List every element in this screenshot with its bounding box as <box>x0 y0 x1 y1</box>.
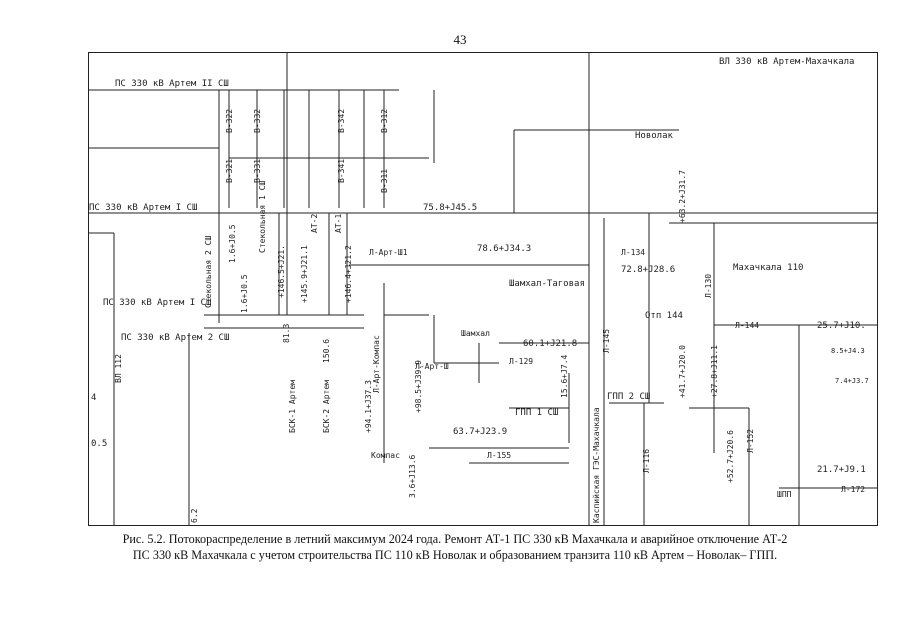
f-st1-label: 1.6+J0.5 <box>228 224 237 263</box>
l-172-label: Л-172 <box>841 485 866 494</box>
f-v-novolak-label: +63.2+J31.7 <box>678 170 687 223</box>
f-v-gpp1-label: +41.7+J20.0 <box>678 345 687 398</box>
l-152-label: Л-152 <box>746 429 755 453</box>
shamkhal-short-label: Шамхал <box>461 329 490 338</box>
flow-small-2: 7.4+J3.7 <box>835 377 869 385</box>
b322-label: В-322 <box>225 109 234 133</box>
b321-label: В-321 <box>225 159 234 183</box>
l-144-label: Л-144 <box>735 321 760 330</box>
novolak-label: Новолак <box>635 131 673 141</box>
f-small5-label: 15.6+J7.4 <box>560 354 569 398</box>
l-art-komp-label: Л-Арт-Компас <box>372 335 381 393</box>
otp-144-label: Отп 144 <box>645 311 683 321</box>
f-small3-label: 3.6+J13.6 <box>408 454 417 498</box>
f-st2-label: 1.6+J0.5 <box>240 274 249 313</box>
caption-line-2: ПС 330 кВ Махачкала с учетом строительст… <box>132 548 778 562</box>
f-v-at1-label: +146.4+J21.2 <box>344 245 353 303</box>
flow-shamkhal2: 60.1+J21.8 <box>523 339 578 349</box>
artem-2sh-left-label: ПС 330 кВ Артем 2 СШ <box>121 333 230 343</box>
flow-left-2: 4 <box>91 393 97 403</box>
b312-label: В-312 <box>380 109 389 133</box>
page-number: 43 <box>453 32 467 47</box>
flow-left-1: 0.5 <box>91 439 108 449</box>
bsk2-label: БСК-2 Артем <box>322 380 331 433</box>
b331-label: В-331 <box>253 159 262 183</box>
shpp-label: ШПП <box>777 490 792 499</box>
flow-shamkhal: 78.6+J34.3 <box>477 244 532 254</box>
b311-label: В-311 <box>380 169 389 193</box>
flow-l144: 25.7+J10. <box>817 321 866 331</box>
figure-caption: Рис. 5.2. Потокораспределение в летний м… <box>60 531 850 563</box>
at2-label: АТ-2 <box>310 214 319 233</box>
bsk1-label: БСК-1 Артем <box>288 380 297 433</box>
f-v-kompas1-label: +94.1+J37.3 <box>364 380 373 433</box>
l-145-label: Л-145 <box>602 329 611 353</box>
f-v-kompas2-label: +98.5+J39.9 <box>414 360 423 413</box>
f-v-bsk2-label: 150.6 <box>322 339 331 363</box>
shamkhal-label: Шамхал-Таговая <box>509 279 585 289</box>
b342-label: В-342 <box>337 109 346 133</box>
f-v-bsk-label: 81.3 <box>282 324 291 343</box>
b332-label: В-332 <box>253 109 262 133</box>
artem-1sh-top-label: ПС 330 кВ Артем I СШ <box>89 203 198 213</box>
gpp-1sh-label: ГПП 1 СШ <box>515 408 559 418</box>
f-v-makh-label: +52.7+J20.6 <box>726 430 735 483</box>
l-134-label: Л-134 <box>621 248 646 257</box>
vl-left-label: ВЛ 112 <box>114 354 123 383</box>
b341-label: В-341 <box>337 159 346 183</box>
f-v-st-label: +146.5+J21. <box>277 245 286 298</box>
vl-330-label: ВЛ 330 кВ Артем-Махачкала <box>719 57 855 67</box>
kompas-label: Компас <box>371 451 400 460</box>
gres-makh-label: Каспийская ГЭС-Махачкала <box>592 407 601 523</box>
caption-line-1: Рис. 5.2. Потокораспределение в летний м… <box>122 532 788 546</box>
l-155-label: Л-155 <box>487 451 512 460</box>
at1-label: АТ-1 <box>334 214 343 233</box>
f-small4-label: 6.2 <box>190 508 199 523</box>
flow-shpp: 21.7+J9.1 <box>817 465 866 475</box>
flow-small-1: 8.5+J4.3 <box>831 347 865 355</box>
flow-artem-out: 75.8+J45.5 <box>423 203 478 213</box>
l-116-label: Л-116 <box>642 449 651 473</box>
l-130-label: Л-130 <box>704 274 713 298</box>
artem-1sh-left-label: ПС 330 кВ Артем I СШ <box>103 298 212 308</box>
l-129-label: Л-129 <box>509 357 534 366</box>
stek1-label: Стекольная 1 СШ <box>258 181 267 253</box>
flow-gpp: 63.7+J23.9 <box>453 427 508 437</box>
l-art-3-label: Л-Арт-Ш1 <box>369 248 408 257</box>
makhachkala-label: Махачкала 110 <box>733 263 804 273</box>
flow-l134: 72.8+J28.6 <box>621 265 676 275</box>
l-art-sh-label: Л-Арт-Ш <box>415 362 449 371</box>
f-v-at2-label: +145.9+J21.1 <box>300 245 309 303</box>
gpp-2sh-label: ГПП 2 СШ <box>607 392 651 402</box>
artem-2sh-top-label: ПС 330 кВ Артем II СШ <box>115 79 229 89</box>
stek2-label: Стекольная 2 СШ <box>204 236 213 308</box>
f-v-gpp2-label: +27.8+J11.1 <box>710 345 719 398</box>
